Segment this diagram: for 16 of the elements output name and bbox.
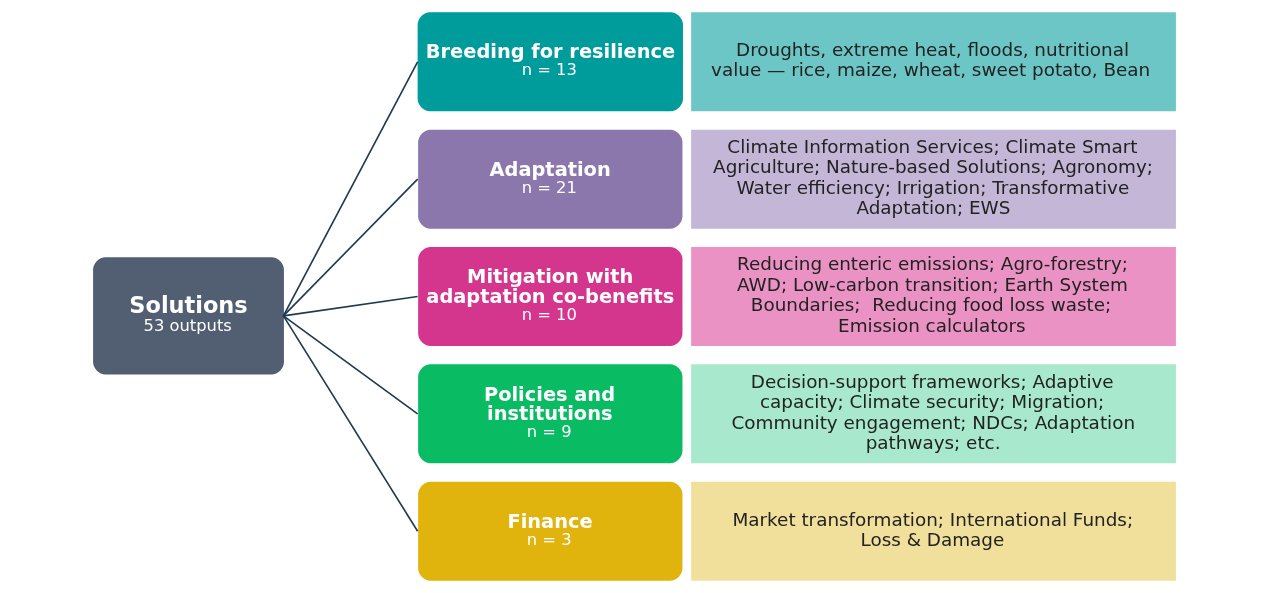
connector xyxy=(282,60,418,317)
node-box: Breeding for resilience n = 13 xyxy=(417,12,683,112)
node-box: Finance n = 3 xyxy=(417,481,682,581)
node-box: Decision-support frameworks; Adaptive capacity; Climate security; Migration; Community engagement; NDCs; Adaptation pathways; etc. xyxy=(690,364,1176,464)
node-box: Adaptation n = 21 xyxy=(417,129,682,229)
node-box: Climate Information Services; Climate Smart Agriculture; Nature-based Solutions; Agronomy; Water efficiency; Irrigation; Transformative Adaptation; EWS xyxy=(690,129,1176,229)
node-box: Reducing enteric emissions; Agro-forestry; AWD; Low-carbon transition; Earth System Boundaries; Reducing food loss waste; Emission calculators xyxy=(690,247,1176,346)
connector xyxy=(282,315,418,415)
connector xyxy=(282,295,418,317)
node-box: Market transformation; International Funds; Loss & Damage xyxy=(690,481,1176,581)
node-box: Solutions 53 outputs xyxy=(92,257,284,375)
node-box: Droughts, extreme heat, floods, nutritional value — rice, maize, wheat, sweet potato, Bean xyxy=(690,12,1176,112)
node-box: Policies and institutions n = 9 xyxy=(417,364,682,464)
node-box: Mitigation with adaptation co-benefits n = 10 xyxy=(417,247,682,346)
connector xyxy=(282,315,418,533)
connector xyxy=(282,178,418,317)
